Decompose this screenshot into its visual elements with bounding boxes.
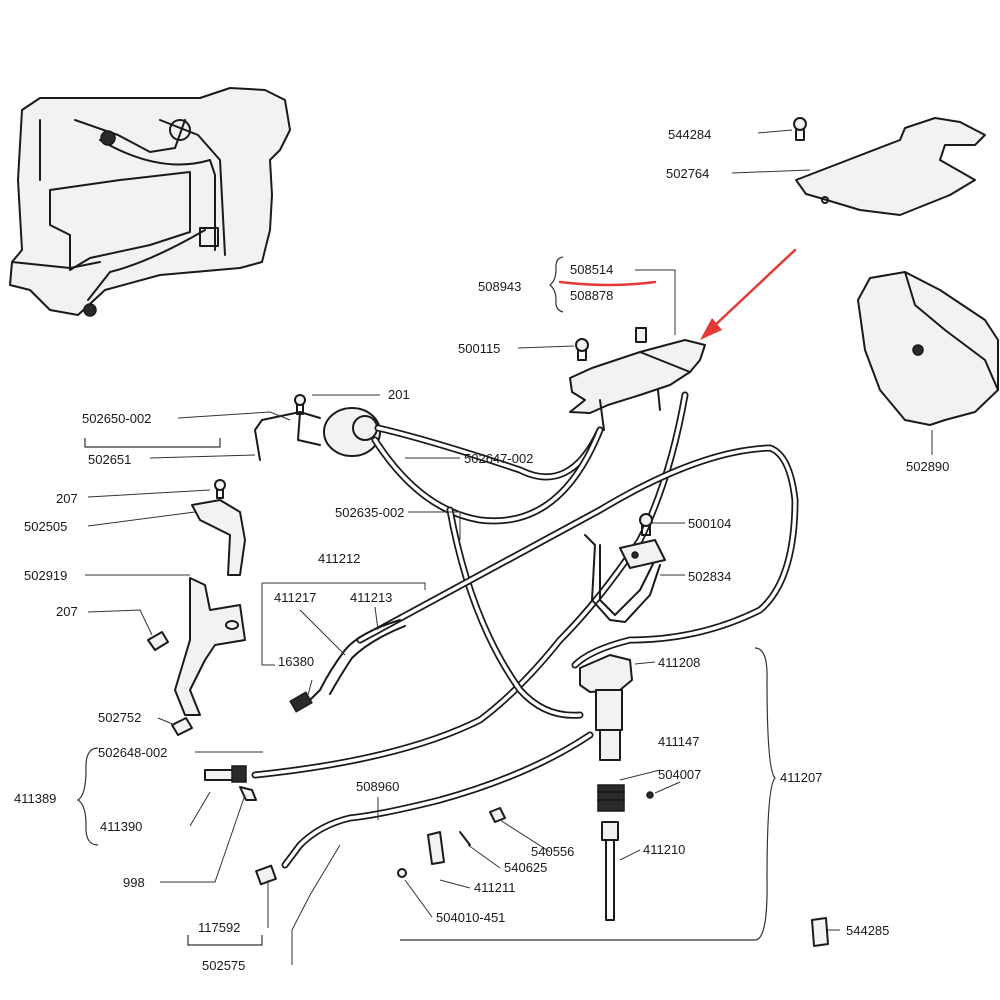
small-parts [397,807,506,878]
part-labels: 544284 502764 508514 508943 508878 50011… [14,127,949,973]
label-502764: 502764 [666,166,709,181]
label-502752: 502752 [98,710,141,725]
connector-117592 [255,864,277,886]
screw-500115 [575,338,589,361]
label-502505: 502505 [24,519,67,534]
machine-overview-thumbnail [9,87,291,317]
block-502890 [857,271,999,426]
label-411210: 411210 [643,842,685,857]
label-411389: 411389 [14,791,56,806]
label-502647-002: 502647-002 [464,451,533,466]
label-411147: 411147 [658,734,699,749]
label-540625: 540625 [504,860,547,875]
label-508514: 508514 [570,262,613,277]
label-502635-002: 502635-002 [335,505,404,520]
leader-lines [85,129,933,965]
label-504007: 504007 [658,767,701,782]
label-502650-002: 502650-002 [82,411,151,426]
label-508878: 508878 [570,288,613,303]
label-411212: 411212 [318,551,360,566]
screw-544285 [811,917,829,947]
label-502648-002: 502648-002 [98,745,167,760]
label-411213: 411213 [350,590,392,605]
valve-bracket-508514 [569,327,706,431]
label-411217: 411217 [274,590,316,605]
label-411208: 411208 [658,655,700,670]
bracket-502919 [147,577,246,716]
label-544284: 544284 [668,127,711,142]
knurled-nut-411147 [597,784,654,812]
cylinder-411208 [579,654,633,761]
label-411211: 411211 [474,880,515,895]
label-998: 998 [123,875,145,890]
label-411207: 411207 [780,770,822,785]
label-502834: 502834 [688,569,731,584]
label-504010-451: 504010-451 [436,910,505,925]
label-411390: 411390 [100,819,142,834]
air-tubes [251,391,799,869]
screw-502752 [171,717,193,736]
label-540556: 540556 [531,844,574,859]
solenoid-valve [254,394,381,461]
bracket-502834 [584,513,666,623]
label-502575: 502575 [202,958,245,973]
group-brackets [76,256,776,946]
label-201: 201 [388,387,410,402]
cable-411212 [289,619,406,713]
label-16380: 16380 [278,654,314,669]
label-508943: 508943 [478,279,521,294]
label-207-a: 207 [56,491,78,506]
bracket-502505 [191,479,246,576]
label-500115: 500115 [458,341,500,356]
label-117592: 117592 [198,920,240,935]
screw-544284 [793,117,807,141]
label-502651: 502651 [88,452,131,467]
rod-411210 [601,821,619,921]
label-544285: 544285 [846,923,889,938]
label-508960: 508960 [356,779,399,794]
cover-plate-502764 [795,117,986,216]
label-502919: 502919 [24,568,67,583]
label-207-b: 207 [56,604,78,619]
label-502890: 502890 [906,459,949,474]
label-500104: 500104 [688,516,731,531]
highlight-annotation [558,248,797,340]
connector-502648-002 [204,765,257,801]
